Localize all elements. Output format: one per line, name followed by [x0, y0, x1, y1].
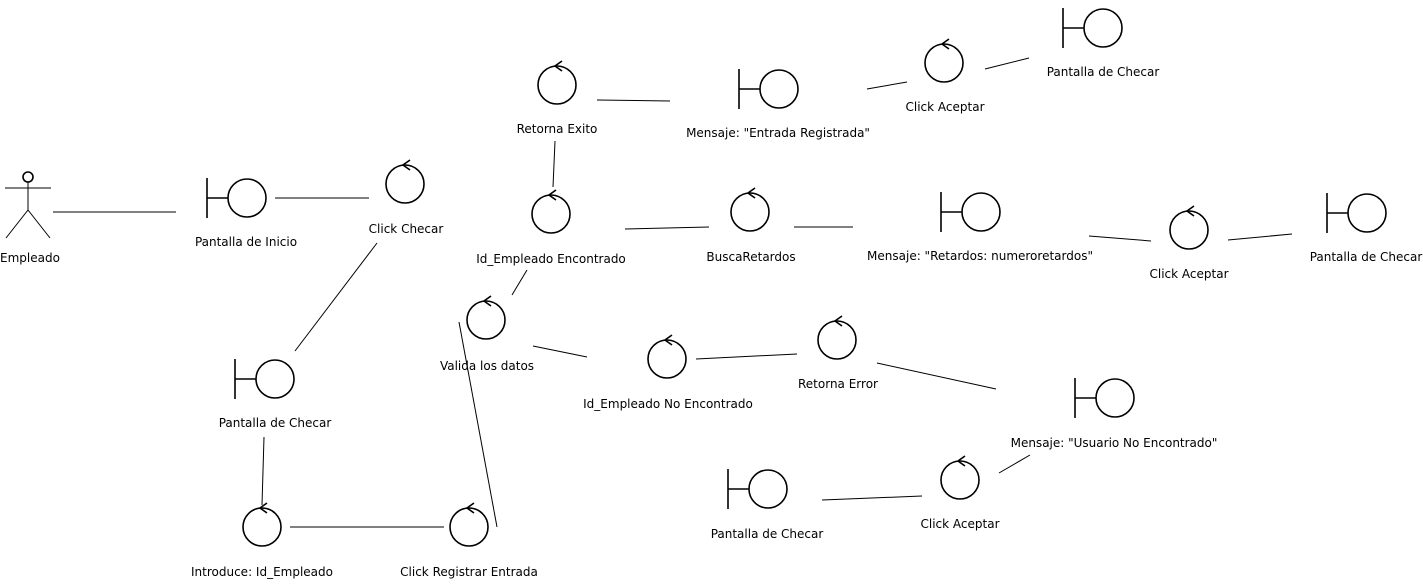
link-id-encontrado-busca-retardos [624, 226, 710, 230]
link-msg-entrada-click-aceptar [866, 81, 908, 90]
boundary-pantalla-checar-3: Pantalla de Checar [1310, 193, 1423, 264]
element-label: Retorna Error [798, 377, 878, 391]
control-icon [1169, 205, 1209, 250]
element-label: Mensaje: "Retardos: numeroretardos" [867, 249, 1093, 263]
control-id-encontrado: Id_Empleado Encontrado [476, 189, 626, 266]
boundary-icon [940, 192, 1001, 232]
control-click-checar: Click Checar [369, 159, 444, 236]
element-label: Id_Empleado No Encontrado [583, 397, 753, 411]
control-introduce-id: Introduce: Id_Empleado [191, 502, 333, 579]
link-msg-retardos-click-aceptar [1088, 235, 1152, 242]
element-label: Pantalla de Checar [711, 527, 824, 541]
element-label: Click Aceptar [906, 100, 985, 114]
element-label: Pantalla de Inicio [195, 235, 297, 249]
element-label: Click Aceptar [921, 517, 1000, 531]
link-retorna-error-msg-usuario [876, 362, 997, 390]
control-click-aceptar-1: Click Aceptar [906, 38, 985, 114]
control-icon [940, 455, 980, 500]
link-click-aceptar-pantalla-checar-bottom [821, 495, 923, 501]
link-msg-usuario-click-aceptar [998, 454, 1031, 474]
element-label: Pantalla de Checar [1047, 65, 1160, 79]
control-icon [242, 502, 282, 547]
link-valida-datos-id-encontrado [511, 269, 528, 296]
link-id-no-encontrado-retorna-error [695, 353, 798, 360]
element-label: Pantalla de Checar [1310, 250, 1423, 264]
boundary-msg-usuario: Mensaje: "Usuario No Encontrado" [1011, 378, 1218, 450]
control-icon [449, 502, 489, 547]
link-click-checar-pantalla-checar [294, 242, 378, 352]
control-icon [730, 187, 770, 232]
element-label: Mensaje: "Entrada Registrada" [686, 126, 870, 140]
boundary-msg-entrada: Mensaje: "Entrada Registrada" [686, 69, 870, 140]
control-icon [647, 334, 687, 379]
control-icon [531, 189, 571, 234]
boundary-icon [727, 469, 788, 509]
element-label: Click Aceptar [1150, 267, 1229, 281]
actor-empleado: Empleado [0, 171, 60, 265]
control-click-aceptar-2: Click Aceptar [1150, 205, 1229, 281]
element-label: Retorna Exito [517, 122, 598, 136]
element-label: BuscaRetardos [706, 250, 795, 264]
control-icon [817, 315, 857, 360]
control-valida-datos: Valida los datos [440, 295, 534, 373]
element-label: Click Checar [369, 222, 444, 236]
element-label: Valida los datos [440, 359, 534, 373]
element-label: Id_Empleado Encontrado [476, 252, 626, 266]
boundary-icon [206, 178, 267, 218]
boundary-icon [738, 69, 799, 109]
control-click-aceptar-3: Click Aceptar [921, 455, 1000, 531]
link-click-registrar-valida-datos [458, 321, 498, 528]
boundary-icon [1074, 378, 1135, 418]
element-label: Introduce: Id_Empleado [191, 565, 333, 579]
control-retorna-error: Retorna Error [798, 315, 878, 391]
link-retorna-exito-msg-entrada [596, 99, 671, 102]
control-busca-retardos: BuscaRetardos [706, 187, 796, 264]
control-icon [385, 159, 425, 204]
control-icon [537, 60, 577, 105]
boundary-pantalla-checar-2: Pantalla de Checar [1047, 8, 1160, 79]
boundary-icon [234, 359, 295, 399]
connections [53, 57, 1293, 528]
element-label: Click Registrar Entrada [400, 565, 538, 579]
boundary-icon [1062, 8, 1123, 48]
control-retorna-exito: Retorna Exito [517, 60, 598, 136]
actor-label: Empleado [0, 251, 60, 265]
boundary-pantalla-checar-4: Pantalla de Checar [711, 469, 824, 541]
control-icon [466, 295, 506, 340]
link-valida-datos-id-no-encontrado [532, 345, 588, 358]
link-pantalla-checar-introduce-id [261, 436, 265, 506]
control-click-registrar: Click Registrar Entrada [400, 502, 538, 579]
link-click-aceptar-pantalla-checar [984, 57, 1030, 70]
boundary-msg-retardos: Mensaje: "Retardos: numeroretardos" [867, 192, 1093, 263]
boundary-pantalla-checar-1: Pantalla de Checar [219, 359, 332, 430]
boundary-pantalla-inicio: Pantalla de Inicio [195, 178, 297, 249]
element-label: Pantalla de Checar [219, 416, 332, 430]
link-click-aceptar-pantalla-checar-right [1227, 233, 1293, 241]
control-icon [924, 38, 964, 83]
stick-figure-icon [5, 171, 51, 239]
link-id-encontrado-retorna-exito [552, 140, 556, 188]
control-id-no-encontrado: Id_Empleado No Encontrado [583, 334, 753, 411]
boundary-icon [1326, 193, 1387, 233]
element-label: Mensaje: "Usuario No Encontrado" [1011, 436, 1218, 450]
